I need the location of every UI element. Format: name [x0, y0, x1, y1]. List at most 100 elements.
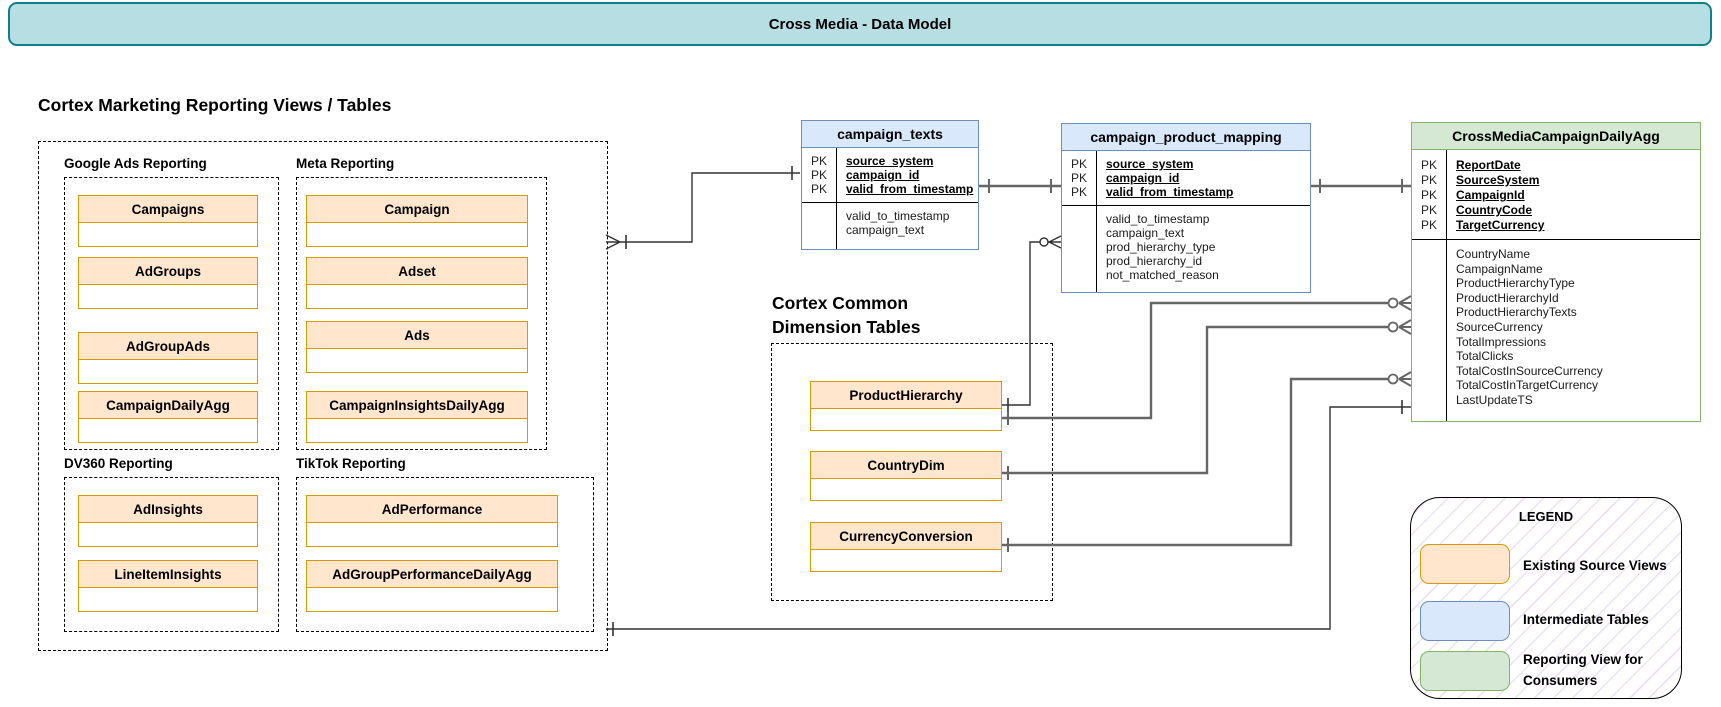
field-section: CountryName CampaignName ProductHierarch… [1412, 240, 1700, 421]
group-box-tiktok [296, 477, 594, 632]
entity-body [79, 419, 257, 442]
field-section: valid_to_timestamp campaign_text prod_hi… [1062, 206, 1310, 292]
pk-gutter: PK PK PK [1062, 151, 1097, 205]
legend: LEGEND Existing Source Views Intermediat… [1410, 497, 1682, 699]
entity-body [307, 349, 527, 372]
field-section: valid_to_timestamp campaign_text [802, 203, 978, 249]
many-crowfoot-marketing [605, 234, 622, 250]
entity-adgroupads: AdGroupAds [78, 332, 258, 384]
entity-currencyconversion: CurrencyConversion [810, 522, 1002, 572]
entity-adgroupperformancedailyagg: AdGroupPerformanceDailyAgg [306, 560, 558, 612]
pk-field: CampaignId [1456, 188, 1525, 202]
pk-section: PK PK PK source_system campaign_id valid… [1062, 151, 1310, 205]
field: campaign_text [846, 223, 925, 237]
field: prod_hierarchy_id [1106, 254, 1203, 268]
field: TotalImpressions [1456, 334, 1547, 349]
field: TotalClicks [1456, 349, 1514, 364]
pk-tag: PK [1420, 158, 1437, 172]
field: SourceCurrency [1456, 319, 1543, 334]
pk-tag: PK [1420, 188, 1437, 202]
legend-label-reporting: Reporting View for Consumers [1523, 652, 1643, 688]
pk-tag: PK [810, 168, 827, 182]
entity-body [307, 285, 527, 308]
pk-field: CountryCode [1456, 203, 1532, 217]
pk-tag: PK [810, 182, 827, 196]
table-campaign-texts: campaign_texts PK PK PK source_system ca… [801, 120, 979, 250]
connector-currencyconversion-to-crossmedia [1002, 377, 1398, 547]
entity-body [307, 588, 557, 611]
field: ProductHierarchyType [1456, 276, 1575, 291]
pk-tag: PK [1420, 218, 1437, 232]
pk-field: source_system [846, 154, 934, 168]
group-label-tiktok: TikTok Reporting [296, 456, 406, 471]
legend-label-source-views: Existing Source Views [1523, 558, 1667, 573]
entity-adperformance: AdPerformance [306, 495, 558, 547]
entity-campaigndailyagg: CampaignDailyAgg [78, 391, 258, 443]
field: CountryName [1456, 247, 1531, 261]
marketing-section-box [38, 141, 608, 651]
pk-field: campaign_id [846, 168, 920, 182]
connector-producthierarchy-to-crossmedia [1002, 301, 1398, 420]
entity-title: LineItemInsights [79, 561, 257, 588]
entity-title: Adset [307, 258, 527, 285]
entity-title: CountryDim [811, 452, 1001, 479]
entity-body [811, 409, 1001, 430]
entity-body [811, 550, 1001, 571]
group-label-meta: Meta Reporting [296, 156, 395, 171]
many-crowfoot-mapping [1047, 235, 1062, 249]
entity-title: AdGroupAds [79, 333, 257, 360]
entity-campaigns: Campaigns [78, 195, 258, 247]
many-crowfoot [1398, 371, 1412, 387]
entity-campaign: Campaign [306, 195, 528, 247]
connector-marketing-to-campaign-texts [606, 172, 800, 243]
pk-tag: PK [1070, 157, 1087, 171]
entity-body [79, 523, 257, 546]
entity-producthierarchy: ProductHierarchy [810, 381, 1002, 431]
field: valid_to_timestamp [846, 209, 950, 223]
entity-adinsights: AdInsights [78, 495, 258, 547]
entity-campaigninsightsdailyagg: CampaignInsightsDailyAgg [306, 391, 528, 443]
entity-body [79, 588, 257, 611]
group-box-dv360 [64, 477, 279, 632]
pk-tag: PK [1070, 171, 1087, 185]
field-gutter [802, 203, 837, 249]
pk-section: PK PK PK PK PK ReportDate SourceSystem C… [1412, 150, 1700, 239]
diagram-title: Cross Media - Data Model [768, 15, 952, 33]
entity-title: AdInsights [79, 496, 257, 523]
group-label-dv360: DV360 Reporting [64, 456, 173, 471]
entity-adset: Adset [306, 257, 528, 309]
pk-section: PK PK PK source_system campaign_id valid… [802, 148, 978, 202]
field: valid_to_timestamp [1106, 212, 1210, 226]
connector-countrydim-to-crossmedia [1002, 325, 1398, 475]
field: ProductHierarchyTexts [1456, 305, 1577, 320]
table-title: CrossMediaCampaignDailyAgg [1412, 123, 1700, 150]
zero-circle [1039, 237, 1049, 247]
entity-title: CampaignDailyAgg [79, 392, 257, 419]
group-box-google-ads [64, 177, 279, 450]
entity-title: Campaigns [79, 196, 257, 223]
table-title: campaign_product_mapping [1062, 124, 1310, 151]
table-campaign-product-mapping: campaign_product_mapping PK PK PK source… [1061, 123, 1311, 293]
entity-body [79, 360, 257, 383]
pk-gutter: PK PK PK [802, 148, 837, 202]
pk-tag: PK [1420, 173, 1437, 187]
field: not_matched_reason [1106, 268, 1219, 282]
field: ProductHierarchyId [1456, 290, 1559, 305]
legend-swatch-intermediate [1420, 601, 1510, 641]
field-gutter [1412, 240, 1447, 421]
table-crossmediacampaigndailyagg: CrossMediaCampaignDailyAgg PK PK PK PK P… [1411, 122, 1701, 422]
zero-circle [1387, 321, 1399, 333]
pk-divider [1412, 239, 1700, 240]
many-crowfoot [1398, 295, 1412, 311]
field: TotalCostInSourceCurrency [1456, 363, 1603, 378]
entity-title: AdPerformance [307, 496, 557, 523]
entity-adgroups: AdGroups [78, 257, 258, 309]
group-box-meta [296, 177, 547, 450]
zero-circle [1387, 297, 1399, 309]
entity-title: Ads [307, 322, 527, 349]
entity-body [79, 285, 257, 308]
entity-ads: Ads [306, 321, 528, 373]
dimension-section-title: Cortex Common Dimension Tables [772, 291, 920, 339]
entity-title: CampaignInsightsDailyAgg [307, 392, 527, 419]
